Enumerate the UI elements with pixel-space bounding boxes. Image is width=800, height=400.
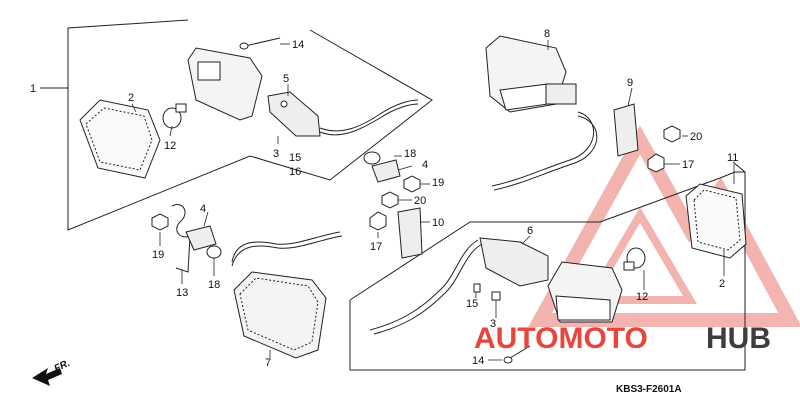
part-label: 2 xyxy=(719,278,725,290)
winker-lens-upper-left xyxy=(79,99,161,179)
collar-3-lower xyxy=(491,291,501,301)
wire-lower-left xyxy=(231,231,343,267)
part-label: 20 xyxy=(414,195,426,207)
part-label: 13 xyxy=(176,287,188,299)
part-label: 5 xyxy=(283,73,289,85)
nut-17-upper xyxy=(647,153,665,173)
stay-bracket-10 xyxy=(397,207,423,259)
washer-18-mid xyxy=(363,151,381,165)
winker-housing-lower-right xyxy=(547,261,623,323)
gasket-4-mid xyxy=(371,159,401,183)
part-label: 15 xyxy=(289,152,301,164)
winker-housing-upper-right xyxy=(485,35,577,113)
nut-19-lower xyxy=(151,213,169,231)
nut-20-upper xyxy=(663,125,681,143)
winker-lens-right xyxy=(685,183,747,259)
part-label: 20 xyxy=(690,131,702,143)
part-label: 15 xyxy=(466,298,478,310)
part-label: 7 xyxy=(265,357,271,369)
bracket-13 xyxy=(171,204,191,273)
bulb-upper-left xyxy=(162,103,187,129)
part-label: 18 xyxy=(208,279,220,291)
direction-arrow: FR. xyxy=(32,358,72,386)
part-label: 4 xyxy=(422,159,428,171)
part-label: 3 xyxy=(490,318,496,330)
assembly-box-left xyxy=(40,19,433,231)
leader-lines xyxy=(131,40,735,361)
part-label: 6 xyxy=(527,225,533,237)
washer-18-lower xyxy=(206,245,222,259)
screw-15-lower xyxy=(473,283,481,293)
part-labels: 1 2 12 14 5 3 15 16 8 9 20 17 11 18 4 19… xyxy=(30,28,738,369)
winker-housing-upper-left xyxy=(187,47,263,121)
part-label: 8 xyxy=(544,28,550,40)
part-label: 4 xyxy=(200,203,206,215)
stay-bracket-9 xyxy=(613,103,639,157)
wire-lower-right xyxy=(369,239,483,335)
part-label: 1 xyxy=(30,83,36,95)
part-label: 11 xyxy=(727,152,738,164)
assembly-box-right xyxy=(349,161,746,371)
part-label: 12 xyxy=(636,291,648,303)
part-label: 14 xyxy=(472,355,484,367)
winker-stay-upper xyxy=(267,91,321,137)
direction-label: FR. xyxy=(53,358,72,375)
screw-upper xyxy=(239,37,281,50)
part-label: 14 xyxy=(292,39,304,51)
nut-19-mid xyxy=(403,175,421,193)
gasket-4-lower xyxy=(185,225,217,251)
wire-upper xyxy=(319,99,419,136)
winker-lens-lower-left xyxy=(233,271,327,359)
nut-17-mid xyxy=(369,211,387,231)
part-label: 10 xyxy=(432,217,444,229)
brand-text-secondary: HUB xyxy=(706,322,771,355)
bulb-lower-right xyxy=(623,247,646,271)
drawing-code: KBS3-F2601A xyxy=(616,384,682,395)
part-label: 9 xyxy=(627,77,633,89)
part-label: 17 xyxy=(370,241,382,253)
part-label: 16 xyxy=(289,166,301,178)
watermark-brand: AUTOMOTO HUB xyxy=(474,322,771,355)
part-label: 12 xyxy=(164,140,176,152)
nut-20-mid xyxy=(381,191,399,209)
part-label: 17 xyxy=(682,159,694,171)
screw-lower xyxy=(503,345,531,364)
part-label: 18 xyxy=(404,148,416,160)
part-label: 19 xyxy=(152,249,164,261)
part-label: 3 xyxy=(273,148,279,160)
brand-text-primary: AUTOMOTO xyxy=(474,322,648,355)
socket-6 xyxy=(479,237,549,287)
part-label: 19 xyxy=(432,177,444,189)
part-label: 2 xyxy=(128,92,134,104)
wire-upper-right xyxy=(491,111,598,191)
